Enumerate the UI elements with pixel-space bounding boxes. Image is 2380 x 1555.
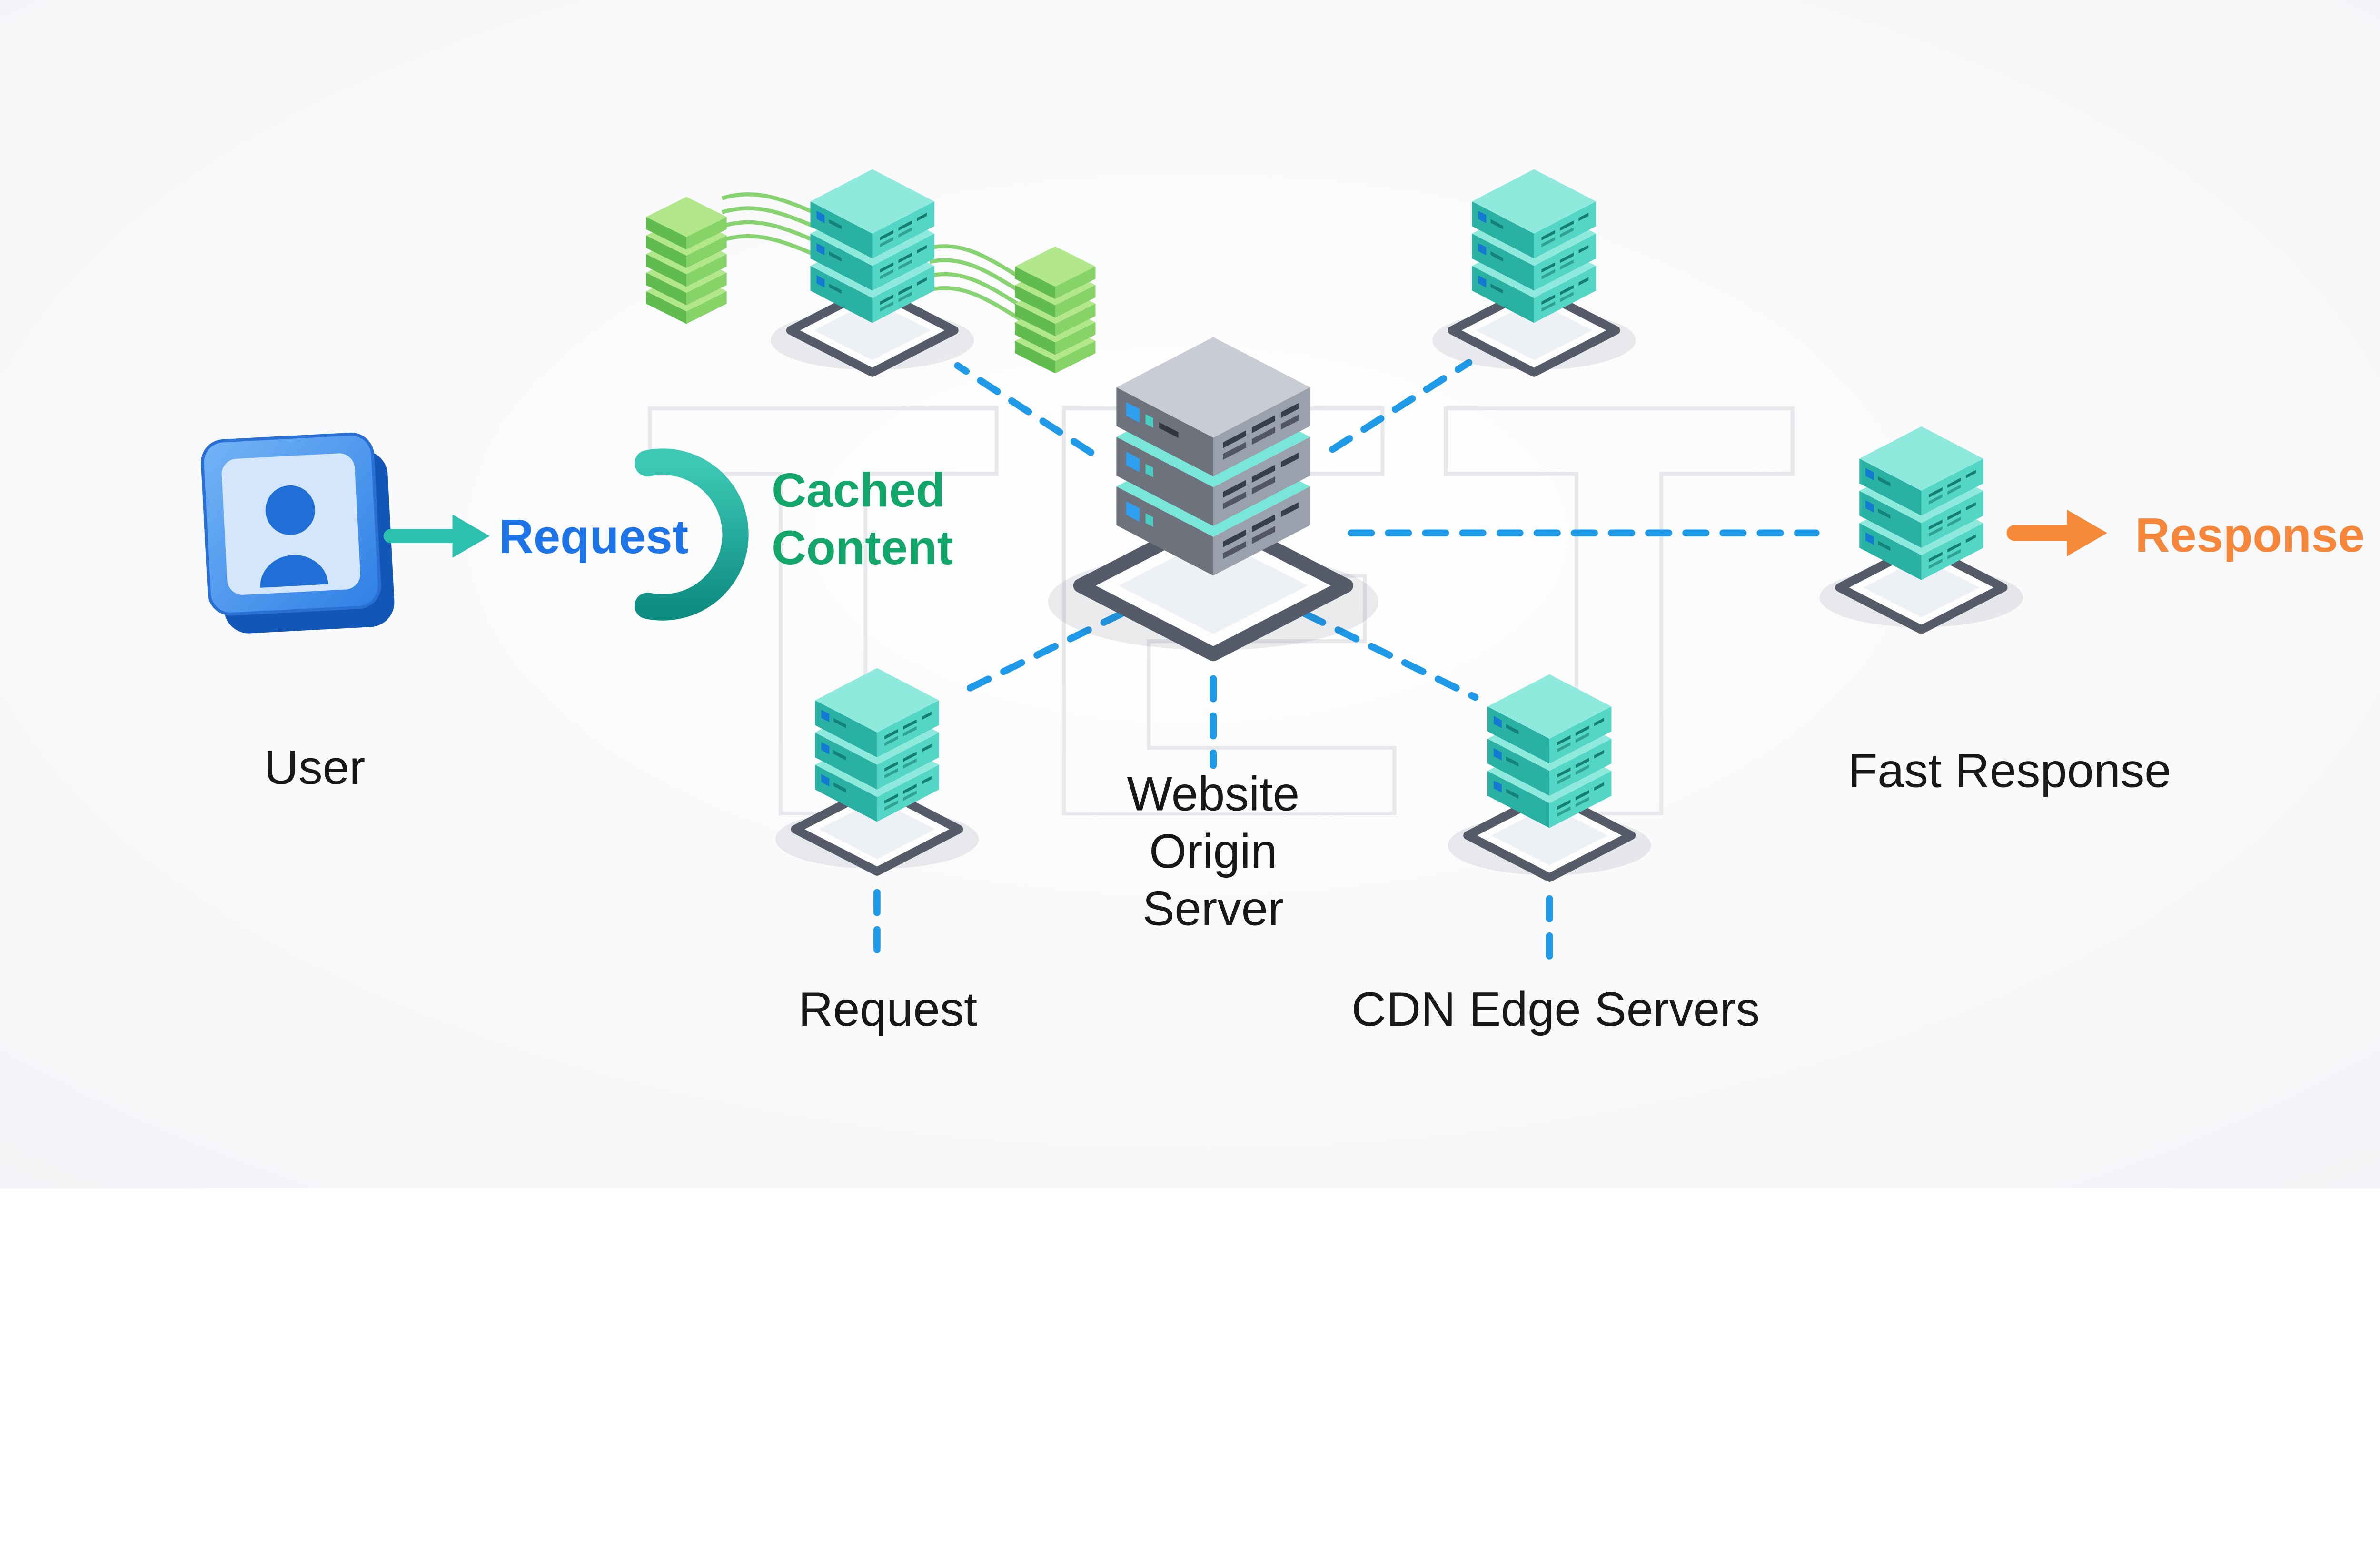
origin-label-line2: Origin [1149,825,1277,878]
origin-label-line1: Website [1127,767,1299,821]
user-shoulders [260,555,328,588]
request-bottom-label: Request [798,983,977,1036]
teal-arc-icon [635,448,749,621]
fast-response-label: Fast Response [1848,744,2172,798]
cdn-diagram-stage: TET [0,0,2380,1189]
orange-arrow-icon [2006,509,2108,556]
cached-content-line1: Cached [772,464,945,517]
user-card-icon [201,432,395,634]
cdn-edge-servers-label: CDN Edge Servers [1351,983,1760,1036]
green-layer-stack-icon-right [1015,247,1095,374]
user-label: User [264,741,365,794]
cdn-diagram: TET [0,0,2380,1189]
response-label: Response [2135,509,2365,562]
connector-origin-bottomleft [954,610,1126,698]
green-layer-stack-icon-left [646,197,726,324]
teal-arrow-icon [383,514,490,558]
origin-label-line3: Server [1142,882,1284,935]
connector-origin-topleft [954,362,1094,456]
connector-origin-bottomright [1301,610,1479,701]
request-label: Request [499,510,688,564]
connector-origin-topright [1329,359,1473,453]
cached-content-line2: Content [772,521,953,574]
user-head [265,485,315,535]
